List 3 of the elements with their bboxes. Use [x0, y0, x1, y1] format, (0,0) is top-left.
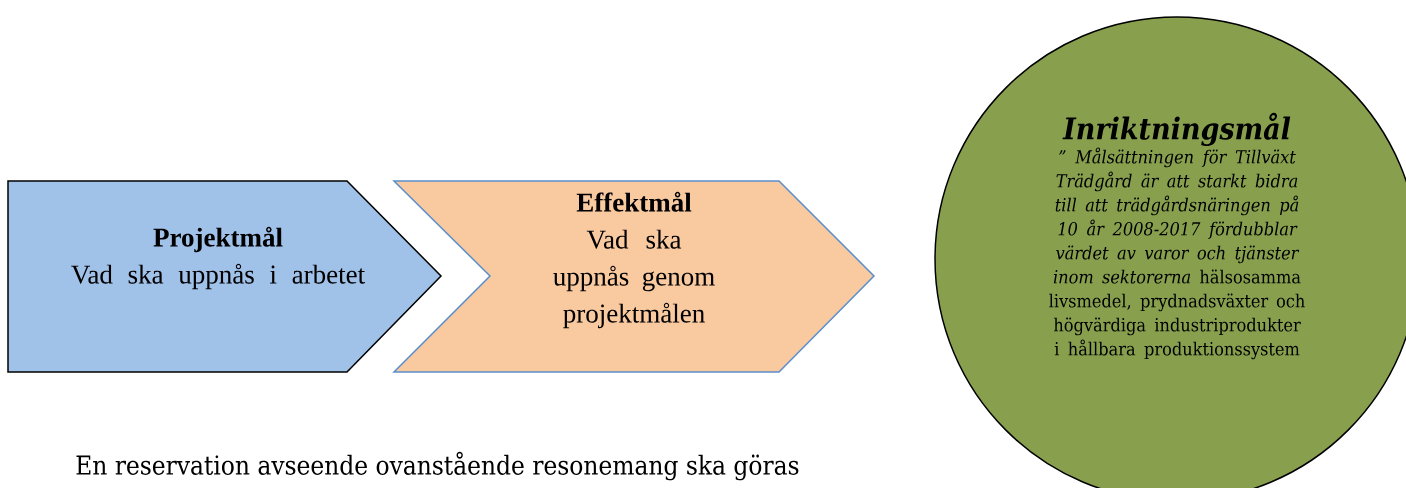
pentagon-arrow-box: Projektmål Vad ska uppnås i arbetet	[7, 180, 443, 373]
chevron-box: Effektmål Vad ska uppnås genom projektmålen	[392, 180, 876, 373]
body-text: En reservation avseende ovanstående resonemang ska göras	[76, 451, 799, 481]
